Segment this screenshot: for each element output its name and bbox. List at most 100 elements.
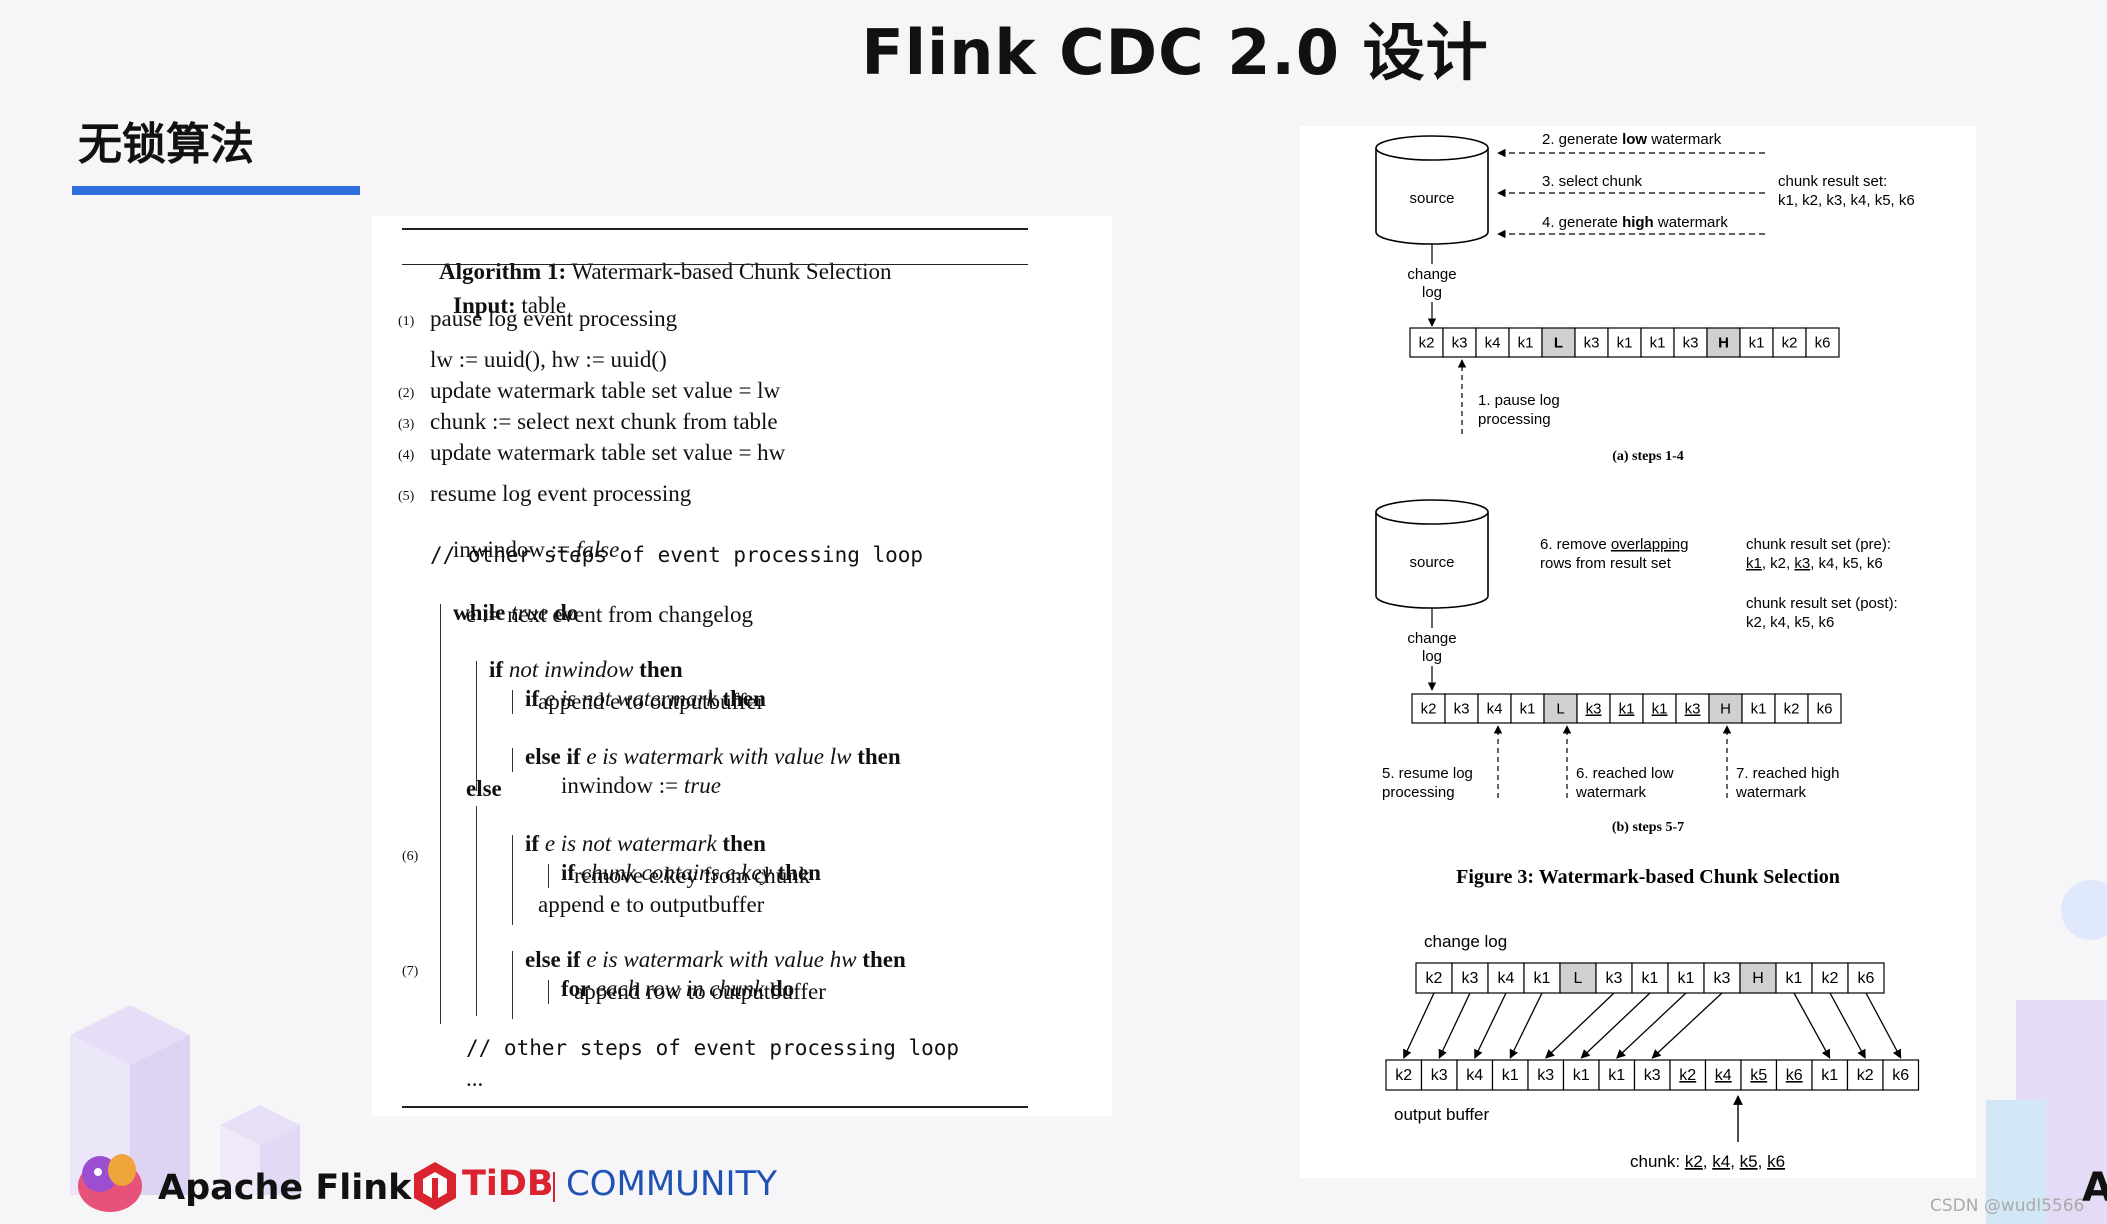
algo-line: remove e.key from chunk: [574, 863, 811, 888]
log-cell-box: [1631, 962, 1669, 994]
text-underlined: overlapping: [1611, 536, 1689, 553]
log-cell: k2: [1395, 1067, 1412, 1084]
step-number: (5): [398, 489, 415, 504]
algo-line: append row to outputbuffer: [574, 979, 826, 1004]
step4-label: 4. generate high watermark: [1542, 214, 1728, 231]
log-cell-box: [1669, 1059, 1707, 1091]
algo-keyword: then: [716, 686, 766, 711]
log-cell: k3: [1606, 970, 1623, 987]
figure-diagram: source 2. generate low watermark 3. sele…: [1375, 131, 1920, 1171]
flink-logo-text: Apache Flink: [158, 1168, 412, 1208]
low-note: watermark: [1575, 784, 1647, 801]
algo-text: inwindow :=: [453, 537, 576, 562]
log-cell-box: [1415, 962, 1453, 994]
log-cell-box: [1442, 327, 1477, 358]
text: 2. generate: [1542, 131, 1622, 148]
log-cell-box: [1385, 1059, 1423, 1091]
text: 4. generate: [1542, 214, 1622, 231]
community-text: COMMUNITY: [566, 1164, 778, 1204]
text: watermark: [1654, 214, 1729, 231]
log-cell: k4: [1715, 1067, 1732, 1084]
algo-keyword: then: [771, 860, 821, 885]
text: watermark: [1647, 131, 1722, 148]
log-cell: k6: [1786, 1067, 1803, 1084]
algo-input: Input: table: [430, 267, 566, 345]
log-cell: k1: [1678, 970, 1695, 987]
flow-arrow: [1865, 992, 1902, 1059]
log-cell-box: [1882, 1059, 1920, 1091]
log-cell: k1: [1573, 1067, 1590, 1084]
algo-line: pause log event processing: [430, 306, 678, 331]
algorithm-panel: Algorithm 1: Watermark-based Chunk Selec…: [372, 216, 1112, 1116]
change-log-label: change: [1407, 630, 1456, 647]
step3-label: 3. select chunk: [1542, 173, 1643, 190]
log-cell: k3: [1462, 970, 1479, 987]
flow-arrow: [1793, 992, 1831, 1059]
text: , k4, k5, k6: [1810, 555, 1883, 572]
high-note: 7. reached high: [1736, 765, 1839, 782]
high-note: watermark: [1735, 784, 1807, 801]
log-cell-box: [1642, 693, 1677, 724]
indent-bar: [476, 661, 477, 791]
source-label: source: [1409, 190, 1454, 207]
decor-cubes-left: [70, 1005, 300, 1195]
log-cell: k4: [1485, 335, 1501, 352]
algo-header-text: Watermark-based Chunk Selection: [566, 259, 892, 284]
log-cell: k2: [1784, 701, 1800, 718]
log-cell: k3: [1537, 1067, 1554, 1084]
log-cell: H: [1718, 335, 1729, 352]
text-sep: ,: [1758, 1152, 1767, 1171]
resume-note: processing: [1382, 784, 1455, 801]
change-log-title: change log: [1424, 932, 1507, 951]
change-log-label: log: [1422, 284, 1442, 301]
log-cell-box: [1477, 693, 1512, 724]
log-cell: k1: [1650, 335, 1666, 352]
algo-header-bold: Algorithm 1:: [439, 259, 567, 284]
algo-italic: each row in chunk: [595, 976, 765, 1001]
tidb-logo-icon: [414, 1162, 456, 1210]
log-cell: k2: [1419, 335, 1435, 352]
algo-italic: e is watermark with value lw: [586, 744, 852, 769]
log-cell-box: [1811, 1059, 1849, 1091]
pause-note: 1. pause log: [1478, 392, 1560, 409]
flow-arrow: [1580, 992, 1651, 1059]
result-set-title: chunk result set:: [1778, 173, 1887, 190]
flow-arrow: [1474, 992, 1507, 1059]
log-cell-box: [1640, 327, 1675, 358]
algo-line: update watermark table set value = hw: [430, 440, 786, 465]
result-post-values: k2, k4, k5, k6: [1746, 614, 1834, 631]
log-cell-box: [1807, 693, 1842, 724]
algo-comment: // other steps of event processing loop: [466, 1036, 960, 1060]
algo-if: if e is not watermark then: [502, 805, 766, 883]
text-sep: ,: [1730, 1152, 1739, 1171]
algo-keyword: if: [561, 860, 581, 885]
log-cell: k3: [1714, 970, 1731, 987]
algo-line: e := next event from changelog: [466, 602, 753, 627]
algo-if: if e is not watermark then: [502, 660, 766, 738]
output-arrows: [1403, 992, 1902, 1059]
log-cell-box: [1675, 693, 1710, 724]
algo-keyword: then: [851, 744, 901, 769]
logo-separator: [553, 1172, 555, 1202]
text-underlined: k5: [1740, 1152, 1758, 1171]
result-post-title: chunk result set (post):: [1746, 595, 1898, 612]
log-cell: k3: [1683, 335, 1699, 352]
log-cell: k1: [1749, 335, 1765, 352]
output-buffer-label: output buffer: [1394, 1105, 1489, 1124]
log-cell-box: [1772, 327, 1807, 358]
log-cell: k3: [1685, 701, 1701, 718]
section-underline: [72, 186, 360, 195]
log-cell-box: [1475, 327, 1510, 358]
flow-arrow: [1651, 992, 1723, 1059]
remove-note: 6. remove overlapping: [1540, 536, 1688, 553]
log-cell-box: [1740, 1059, 1778, 1091]
text-bold: high: [1622, 214, 1654, 231]
log-cell: k1: [1821, 1067, 1838, 1084]
indent-bar: [512, 748, 513, 772]
log-cell: k1: [1652, 701, 1668, 718]
source-db-icon: [1375, 499, 1489, 609]
step2-label: 2. generate low watermark: [1542, 131, 1722, 148]
